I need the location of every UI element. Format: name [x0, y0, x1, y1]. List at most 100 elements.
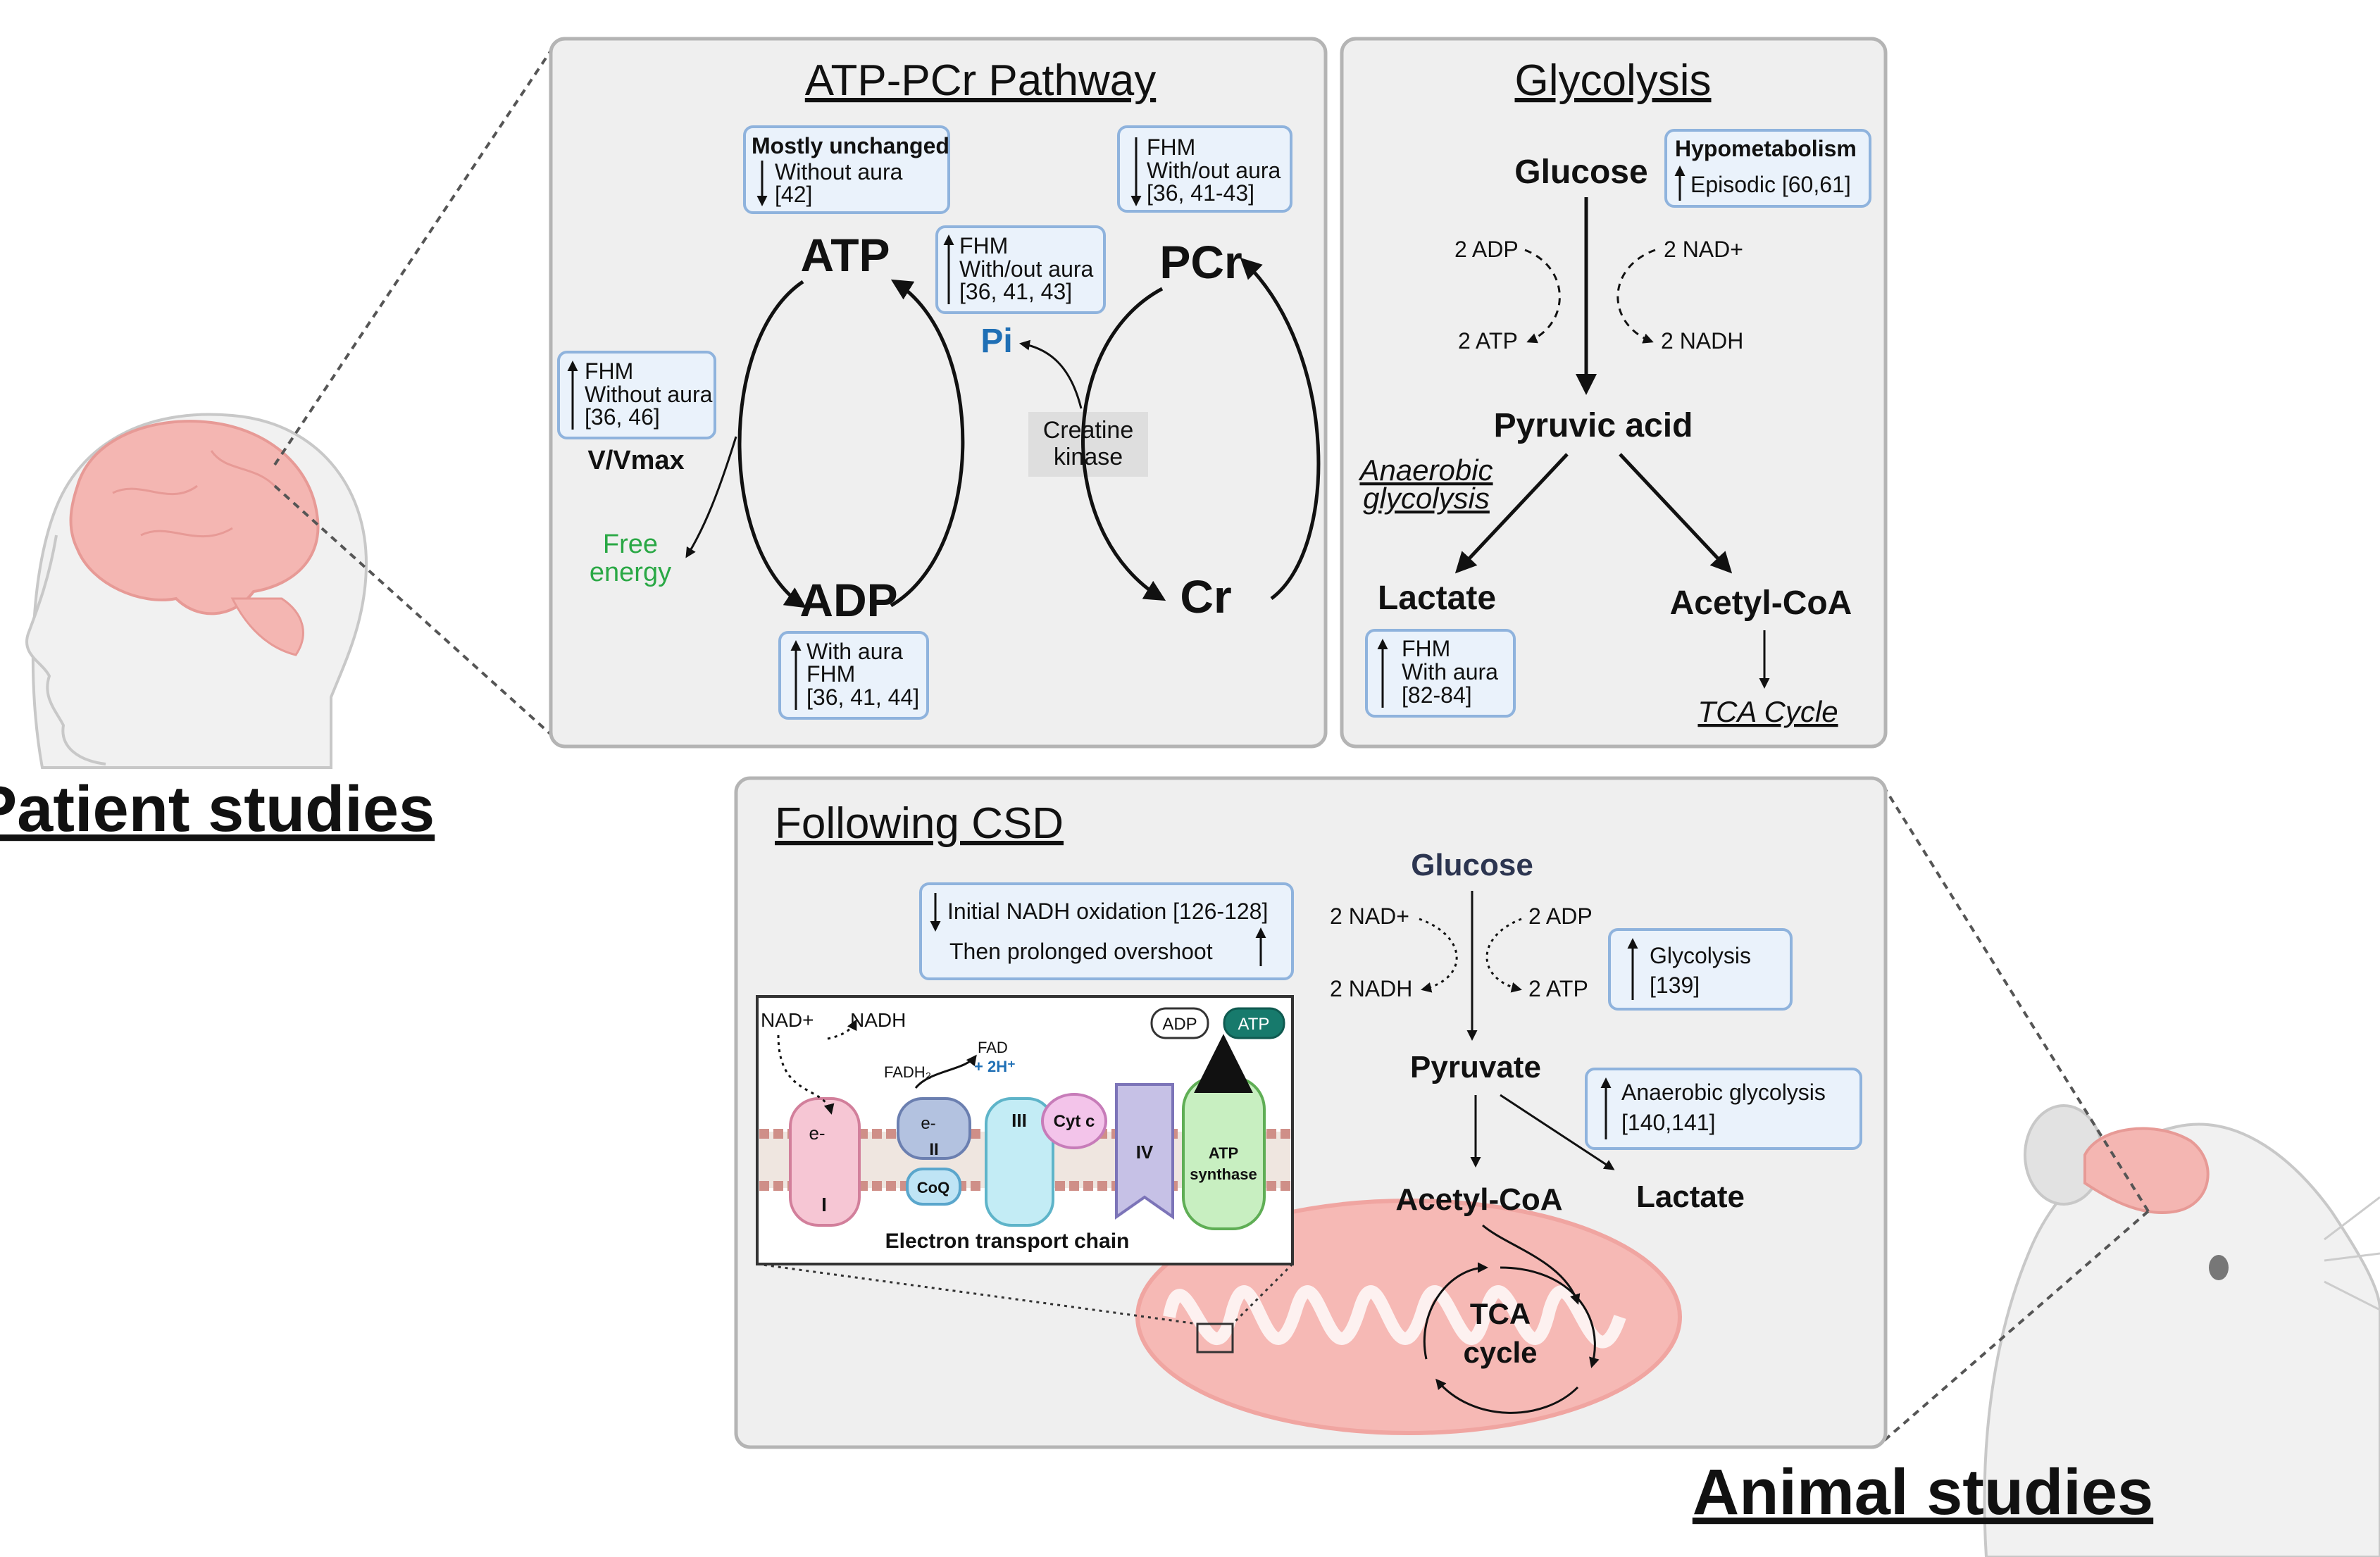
csd-acetyl-coa-node: Acetyl-CoA — [1395, 1182, 1562, 1217]
csd-glucose-node: Glucose — [1411, 848, 1533, 882]
csd-glycolysis-box: Glycolysis [139] — [1608, 928, 1793, 1011]
svg-text:NAD+: NAD+ — [761, 1009, 814, 1031]
svg-text:Hypometabolism: Hypometabolism — [1675, 136, 1857, 161]
pyruvic-to-acetylcoa-arrow — [1619, 453, 1733, 574]
svg-text:II: II — [929, 1140, 938, 1159]
svg-text:I: I — [821, 1194, 827, 1215]
adp-atp-dashed-arrow — [1524, 249, 1561, 344]
adp-to-atp-arrow — [890, 279, 965, 608]
svg-text:[36, 41, 43]: [36, 41, 43] — [959, 279, 1072, 304]
svg-text:e-: e- — [921, 1114, 935, 1133]
svg-text:Cyt c: Cyt c — [1054, 1112, 1095, 1131]
tca-cycle-icon — [1423, 1224, 1600, 1414]
adp-change-box: With aura FHM [36, 41, 44] — [778, 631, 929, 720]
atp-pcr-title: ATP-PCr Pathway — [805, 56, 1156, 105]
brain-icon — [2083, 1127, 2210, 1214]
svg-text:2 ADP: 2 ADP — [1454, 237, 1519, 262]
atp-change-box: Mostly unchanged Without aura [42] — [743, 125, 950, 214]
csd-tca-label-2: cycle — [1463, 1336, 1537, 1369]
pi-change-box: FHM With/out aura [36, 41, 43] — [935, 225, 1106, 314]
hypometabolism-box: Hypometabolism Episodic [60,61] — [1664, 129, 1871, 208]
complex-iv — [1115, 1083, 1174, 1220]
svg-text:[42]: [42] — [775, 182, 812, 207]
csd-nad-nadh-arrow — [1419, 918, 1458, 993]
electron-transport-chain-inset: NAD+ NADH e- I FADH₂ FAD + 2H⁺ e- II CoQ… — [756, 995, 1294, 1325]
svg-text:FHM: FHM — [959, 233, 1008, 258]
atp-node: ATP — [800, 229, 890, 281]
creatine-kinase-label: Creatine — [1043, 417, 1134, 444]
svg-text:Electron transport chain: Electron transport chain — [885, 1230, 1130, 1253]
human-head-illustration — [25, 413, 368, 769]
svg-text:III: III — [1011, 1110, 1027, 1131]
svg-text:Mostly unchanged: Mostly unchanged — [752, 133, 949, 158]
svg-text:2 NADH: 2 NADH — [1330, 976, 1412, 1001]
svg-text:FHM: FHM — [585, 358, 633, 384]
rat-illustration — [1983, 1104, 2380, 1557]
cyt-c — [1041, 1093, 1107, 1149]
svg-text:IV: IV — [1136, 1142, 1154, 1163]
lactate-node: Lactate — [1378, 580, 1496, 617]
svg-text:Then prolonged overshoot: Then prolonged overshoot — [949, 939, 1213, 964]
svg-text:2 ATP: 2 ATP — [1528, 976, 1588, 1001]
cr-node: Cr — [1180, 570, 1231, 623]
glycolysis-title: Glycolysis — [1514, 56, 1711, 105]
svg-text:Glycolysis: Glycolysis — [1650, 943, 1751, 968]
svg-text:e-: e- — [809, 1123, 825, 1144]
svg-text:With aura: With aura — [806, 639, 903, 664]
svg-text:NADH: NADH — [850, 1009, 906, 1031]
csd-anaerobic-box: Anaerobic glycolysis [140,141] — [1585, 1068, 1862, 1150]
svg-text:Anaerobic glycolysis: Anaerobic glycolysis — [1621, 1080, 1826, 1105]
csd-lactate-node: Lactate — [1636, 1180, 1745, 1214]
svg-text:Without aura: Without aura — [775, 159, 903, 185]
svg-text:FHM: FHM — [1147, 135, 1195, 160]
svg-text:FHM: FHM — [1402, 636, 1450, 661]
nadh-change-box: Initial NADH oxidation [126-128] Then pr… — [919, 882, 1294, 980]
animal-studies-label: Animal studies — [1693, 1456, 2153, 1528]
csd-title: Following CSD — [775, 799, 1064, 848]
svg-text:[82-84]: [82-84] — [1402, 682, 1472, 708]
csd-pyruvate-node: Pyruvate — [1410, 1050, 1541, 1084]
brain-icon — [69, 420, 320, 615]
coq — [906, 1168, 961, 1206]
svg-text:2 NADH: 2 NADH — [1661, 328, 1743, 354]
svg-text:FAD: FAD — [978, 1039, 1008, 1056]
csd-pyruvate-to-lactate-arrow — [1500, 1094, 1615, 1170]
patient-studies-label: Patient studies — [0, 773, 435, 845]
svg-text:ADP: ADP — [1162, 1015, 1197, 1034]
svg-text:2 ADP: 2 ADP — [1528, 903, 1593, 929]
svg-text:2 NAD+: 2 NAD+ — [1664, 237, 1743, 262]
creatine-kinase-label-2: kinase — [1054, 444, 1123, 470]
svg-text:With/out aura: With/out aura — [1147, 158, 1281, 183]
svg-text:2 NAD+: 2 NAD+ — [1330, 903, 1409, 929]
free-energy-arrow — [685, 436, 737, 558]
adp-node: ADP — [799, 574, 897, 626]
svg-text:[36, 41-43]: [36, 41-43] — [1147, 180, 1254, 206]
svg-text:ATP: ATP — [1238, 1015, 1270, 1034]
glucose-node: Glucose — [1514, 154, 1647, 191]
svg-text:Anaerobic: Anaerobic — [1357, 454, 1493, 487]
svg-text:+ 2H⁺: + 2H⁺ — [974, 1058, 1016, 1075]
svg-text:With aura: With aura — [1402, 659, 1498, 684]
svg-text:FADH₂: FADH₂ — [884, 1063, 931, 1081]
complex-ii — [897, 1097, 971, 1160]
complex-iii — [985, 1097, 1054, 1227]
free-energy-label: Free — [603, 530, 658, 559]
svg-text:[36, 41, 44]: [36, 41, 44] — [806, 684, 919, 710]
svg-text:[139]: [139] — [1650, 973, 1700, 998]
vvmax-label: V/Vmax — [587, 446, 684, 475]
svg-text:With/out aura: With/out aura — [959, 256, 1094, 282]
zoom-connector-lines — [273, 41, 2150, 1445]
glycolysis-panel: Glycolysis Glucose Hypometabolism Episod… — [1340, 37, 1888, 749]
vvmax-change-box: FHM Without aura [36, 46] — [557, 351, 716, 439]
atp-pcr-panel: ATP-PCr Pathway Mostly unchanged Without… — [549, 37, 1328, 749]
pcr-to-cr-arrow — [1081, 287, 1166, 601]
cr-to-pcr-arrow — [1240, 257, 1321, 601]
svg-text:FHM: FHM — [806, 661, 855, 687]
svg-text:[140,141]: [140,141] — [1621, 1110, 1715, 1135]
atp-to-adp-arrow — [737, 280, 806, 608]
svg-text:CoQ: CoQ — [917, 1179, 949, 1196]
svg-text:synthase: synthase — [1190, 1165, 1257, 1183]
pyruvic-acid-node: Pyruvic acid — [1494, 407, 1693, 444]
pyruvic-to-lactate-arrow — [1454, 453, 1569, 574]
